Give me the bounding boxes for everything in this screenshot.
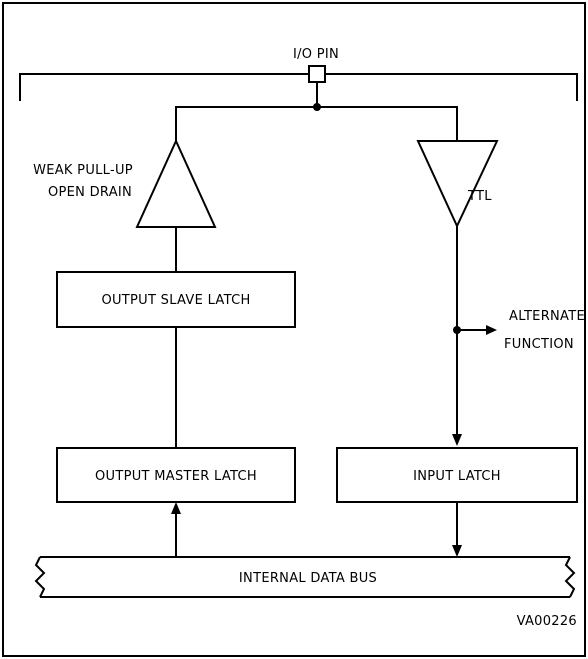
ttl-label: TTL [467, 189, 492, 204]
io-pin-rail [19, 73, 578, 101]
output-master-latch-label: OUTPUT MASTER LATCH [95, 469, 257, 484]
input-latch-label: INPUT LATCH [413, 469, 501, 484]
output-slave-latch-box [56, 271, 296, 328]
alternate-label-line1: ALTERNATE [509, 309, 585, 324]
input-latch-arrow [452, 434, 462, 446]
data-bus-break-right [564, 556, 576, 598]
pullup-label-line2: OPEN DRAIN [48, 185, 132, 200]
output-slave-latch-label: OUTPUT SLAVE LATCH [101, 293, 250, 308]
internal-data-bus-label: INTERNAL DATA BUS [239, 571, 377, 586]
figure-id-label: VA00226 [517, 614, 577, 629]
bus-arrow [452, 545, 462, 557]
split-wire [175, 106, 458, 141]
alternate-function-arrow [486, 325, 497, 335]
master-latch-arrow [171, 502, 181, 514]
pullup-label-line1: WEAK PULL-UP [33, 163, 133, 178]
io-pin-label: I/O PIN [293, 47, 339, 62]
output-master-latch-box [56, 447, 296, 503]
io-pin-terminal [308, 65, 326, 83]
weak-pullup-buffer [135, 138, 217, 228]
data-bus-break-left [34, 556, 46, 598]
ttl-buffer [416, 140, 499, 229]
alternate-label-line2: FUNCTION [504, 337, 574, 352]
input-latch-box [336, 447, 578, 503]
